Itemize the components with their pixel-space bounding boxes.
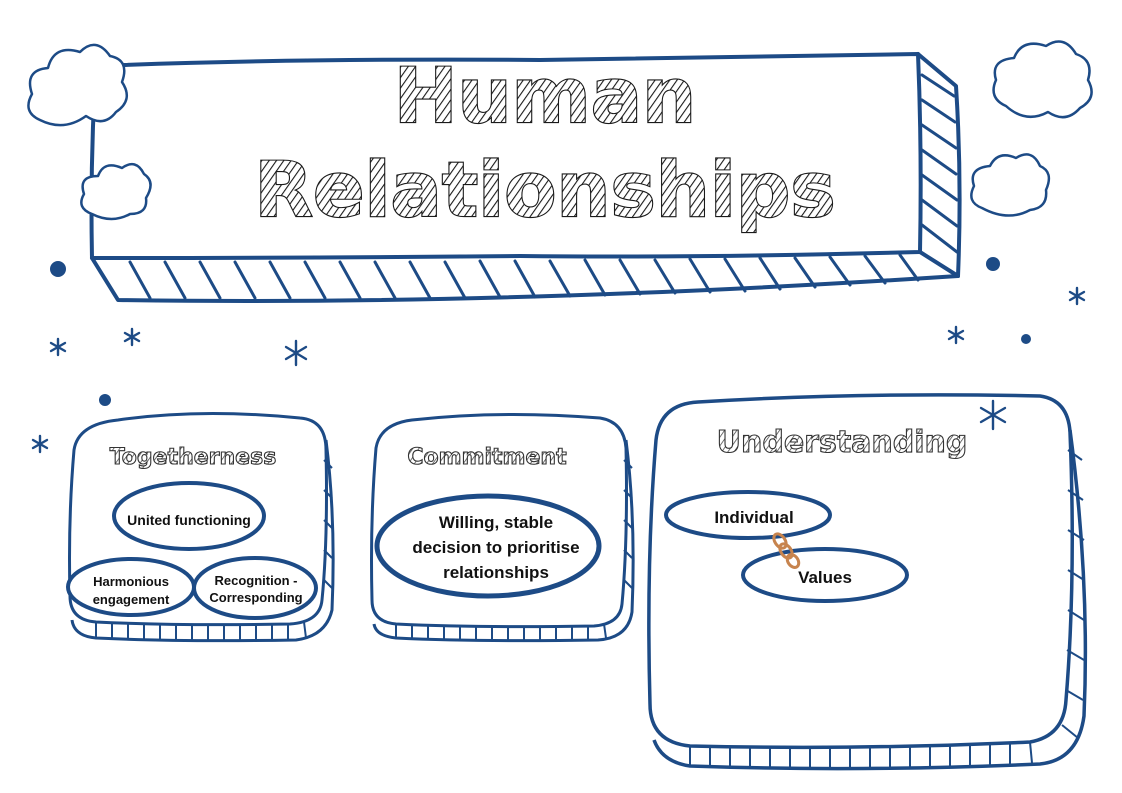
bubble-recognition-corresponding: Recognition - Corresponding bbox=[192, 556, 318, 620]
heading-understanding: Understanding bbox=[717, 425, 968, 460]
bubble-text: Corresponding bbox=[209, 590, 302, 605]
banner-ridges bbox=[128, 73, 959, 300]
star-icon bbox=[979, 399, 1007, 431]
star-icon bbox=[31, 434, 49, 454]
star-icon bbox=[123, 327, 141, 347]
dot-icon bbox=[1021, 334, 1031, 344]
title-line-2: Relationships bbox=[254, 145, 835, 234]
cloud-icon bbox=[970, 153, 1051, 217]
dot-icon bbox=[50, 261, 66, 277]
bubble-text: United functioning bbox=[127, 512, 251, 528]
dot-icon bbox=[986, 257, 1000, 271]
bubble-harmonious-engagement: Harmonious engagement bbox=[66, 557, 196, 617]
bubble-united-functioning: United functioning bbox=[112, 481, 266, 551]
bubble-text: Values bbox=[798, 568, 852, 587]
bubble-text: Individual bbox=[714, 508, 793, 527]
bubble-text: Recognition - bbox=[214, 573, 297, 588]
bubble-text: Willing, stable bbox=[439, 513, 553, 532]
heading-commitment: Commitment bbox=[407, 445, 567, 470]
bubble-individual: Individual bbox=[664, 490, 832, 540]
heading-togetherness: Togetherness bbox=[110, 445, 277, 470]
bubble-text: Harmonious bbox=[93, 574, 169, 589]
star-icon bbox=[284, 339, 308, 367]
bubble-text: relationships bbox=[443, 563, 549, 582]
cloud-icon bbox=[27, 43, 129, 127]
star-icon bbox=[1068, 286, 1086, 306]
card-commitment bbox=[370, 412, 635, 643]
chain-link-icon bbox=[772, 532, 801, 569]
bubble-values: Values bbox=[741, 547, 909, 603]
card-understanding bbox=[647, 393, 1088, 771]
dot-icon bbox=[99, 394, 111, 406]
cloud-icon bbox=[992, 40, 1093, 119]
bubble-text: engagement bbox=[93, 592, 170, 607]
card-togetherness bbox=[68, 411, 335, 643]
bubble-commitment-decision: Willing, stable decision to prioritise r… bbox=[374, 493, 602, 599]
bubble-text: decision to prioritise bbox=[412, 538, 579, 557]
cloud-icon bbox=[80, 162, 152, 221]
title-line-1: Human bbox=[394, 51, 696, 140]
title-banner bbox=[89, 52, 962, 303]
star-icon bbox=[49, 337, 67, 357]
star-icon bbox=[947, 325, 965, 345]
